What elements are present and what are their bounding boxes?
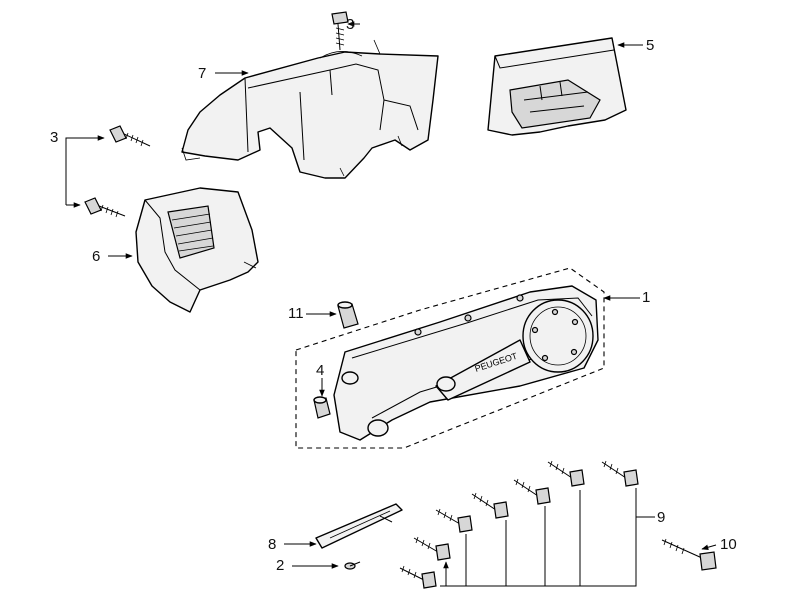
- part-7-upper-shroud: [181, 39, 439, 179]
- callout-8: 8: [268, 536, 277, 553]
- part-9-bolts: [399, 460, 639, 589]
- callout-6: 6: [92, 248, 101, 265]
- callout-4: 4: [316, 362, 325, 379]
- bolt-5: [513, 478, 551, 505]
- callout-3-left: 3: [50, 129, 59, 146]
- part-6-fan-cover: [135, 187, 259, 313]
- callout-10: 10: [720, 536, 737, 553]
- bolt-2: [413, 536, 451, 561]
- callout-2: 2: [276, 557, 285, 574]
- part-2-screw: [344, 561, 361, 570]
- bolt-1: [399, 565, 437, 589]
- part-8-bracket: [315, 503, 403, 549]
- part-1-transmission-cover: PEUGEOT: [295, 267, 605, 449]
- callout-9: 9: [657, 509, 666, 526]
- bolt-4: [471, 492, 509, 519]
- callout-7: 7: [198, 65, 207, 82]
- part-3-screws-left: [84, 125, 151, 218]
- leader-lines: [65, 21, 717, 587]
- part-11-sleeve: [337, 301, 359, 329]
- part-5-rear-shield: [487, 37, 627, 136]
- bolt-7: [601, 460, 639, 487]
- bolt-3: [435, 508, 473, 533]
- callout-5: 5: [646, 37, 655, 54]
- callout-1: 1: [642, 289, 651, 306]
- callout-11: 11: [288, 305, 304, 322]
- part-10-bolt: [661, 538, 717, 571]
- callout-3-top: 3: [346, 16, 355, 33]
- part-4-spacer: [313, 396, 331, 419]
- bolt-6: [547, 460, 585, 487]
